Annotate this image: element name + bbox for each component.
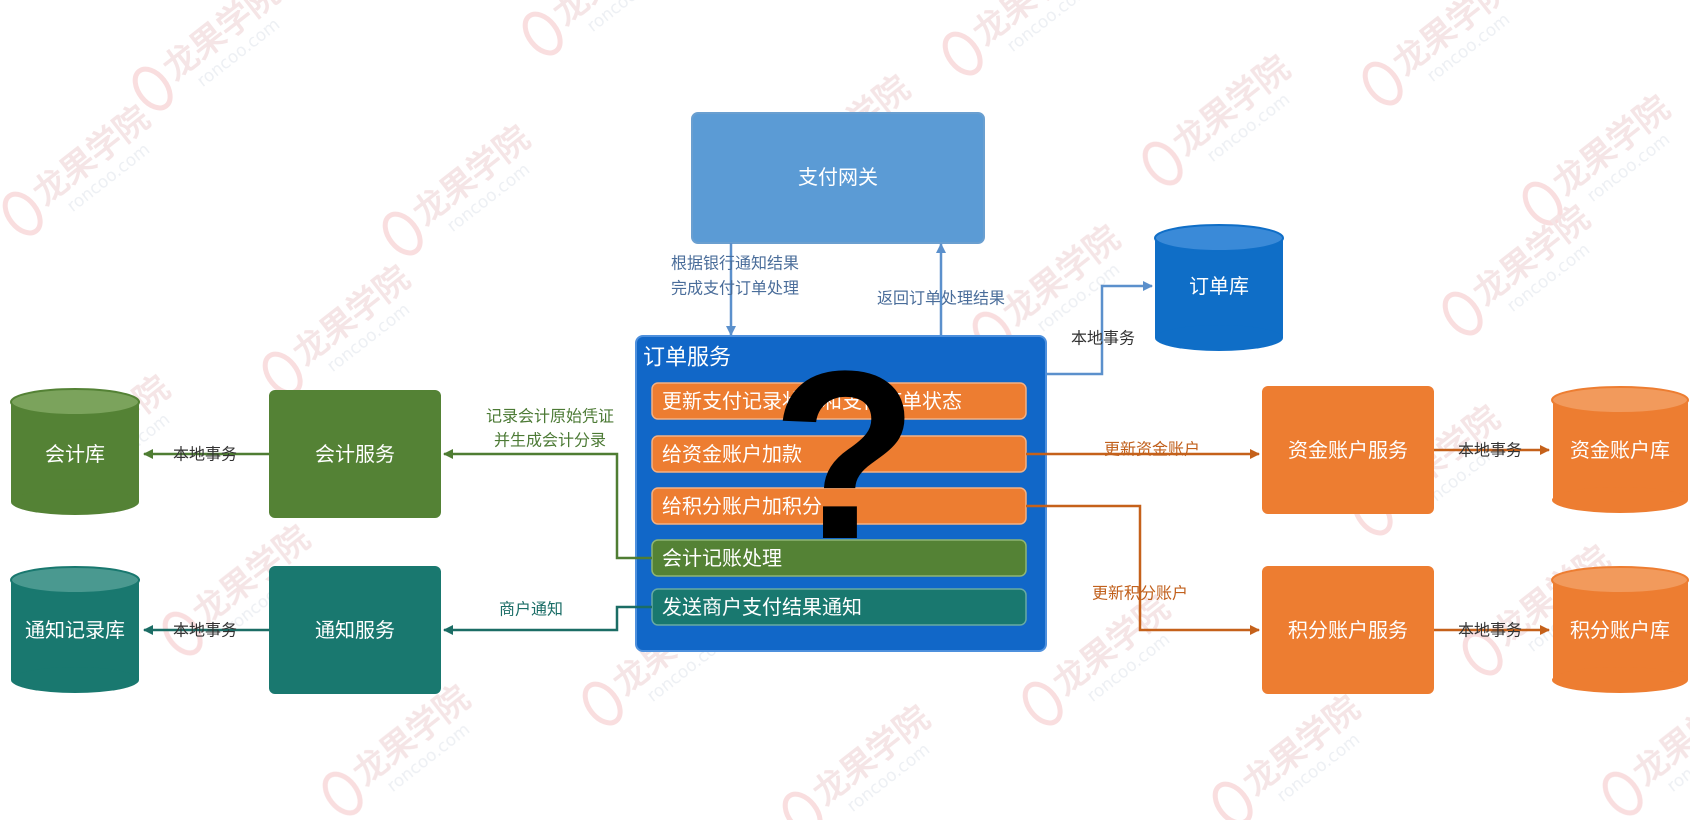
payment-gateway-box (691, 112, 985, 244)
points-account-service-label: 积分账户服务 (1288, 618, 1408, 642)
accounting-db-cylinder (10, 388, 140, 515)
bank-notify-label-line1: 根据银行通知结果 (671, 254, 799, 273)
accounting-label-line1: 记录会计原始凭证 (486, 407, 614, 426)
order-to-notify-arrow (443, 605, 652, 635)
notify-db-cylinder (10, 566, 140, 693)
accounting-db-label: 会计库 (45, 442, 105, 466)
merchant-notify-label: 商户通知 (499, 600, 563, 619)
points-account-db-label: 积分账户库 (1570, 618, 1670, 642)
accounting-local-tx-label: 本地事务 (173, 445, 237, 464)
notify-local-tx-label: 本地事务 (173, 621, 237, 640)
step-fund-credit-label: 给资金账户加款 (662, 442, 802, 466)
fund-account-service-label: 资金账户服务 (1288, 438, 1408, 462)
order-to-points-arrow (1026, 504, 1260, 635)
step-points-credit-label: 给积分账户加积分 (662, 494, 822, 518)
accounting-service-label: 会计服务 (315, 442, 395, 466)
order-db-label: 订单库 (1189, 274, 1249, 298)
update-fund-label: 更新资金账户 (1104, 440, 1200, 459)
notify-service-label: 通知服务 (315, 618, 395, 642)
payment-gateway-label: 支付网关 (798, 165, 878, 189)
notify-service-box (269, 566, 441, 694)
fund-account-db-cylinder (1551, 386, 1689, 513)
points-account-db-cylinder (1551, 566, 1689, 693)
points-account-service-box (1262, 566, 1434, 694)
question-mark-overlay: ? (772, 321, 919, 589)
fund-account-service-box (1262, 386, 1434, 514)
fund-local-tx-label: 本地事务 (1458, 441, 1522, 460)
order-db-local-tx-label: 本地事务 (1071, 329, 1135, 348)
order-to-accounting-arrow (443, 449, 652, 560)
points-local-tx-label: 本地事务 (1458, 621, 1522, 640)
step-accounting-label: 会计记账处理 (662, 546, 782, 570)
accounting-service-box (269, 390, 441, 518)
bank-notify-label-line2: 完成支付订单处理 (671, 279, 799, 298)
step-update-status (651, 382, 1027, 420)
update-points-label: 更新积分账户 (1092, 584, 1188, 603)
accounting-label-line2: 并生成会计分录 (494, 431, 606, 450)
notify-db-label: 通知记录库 (25, 618, 125, 642)
order-service-title: 订单服务 (643, 346, 731, 371)
step-update-status-label: 更新支付记录状态和支付订单状态 (662, 389, 962, 413)
step-merchant-notify-label: 发送商户支付结果通知 (662, 595, 862, 619)
return-result-label: 返回订单处理结果 (877, 289, 1005, 308)
order-to-orderdb-arrow (1046, 281, 1153, 376)
fund-account-db-label: 资金账户库 (1570, 438, 1670, 462)
order-db-cylinder (1154, 224, 1284, 351)
